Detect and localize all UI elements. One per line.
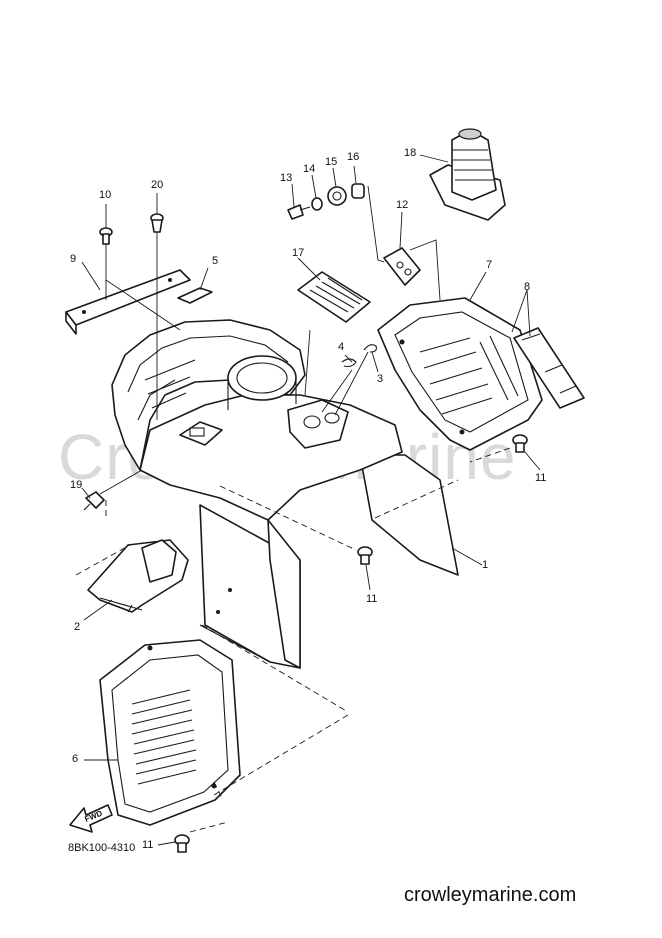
part-19-clamp bbox=[83, 491, 105, 511]
part-18-boot bbox=[429, 128, 506, 221]
part-20-push-clip bbox=[150, 213, 164, 233]
callout-11-center: 11 bbox=[366, 593, 378, 605]
callout-15: 15 bbox=[325, 156, 338, 168]
part-10-rivet bbox=[99, 227, 113, 245]
part-11-bolt-bottom bbox=[174, 834, 190, 853]
leader-lines bbox=[81, 154, 541, 846]
diagram-code: 8BK100-4310 bbox=[68, 842, 136, 854]
callout-17: 17 bbox=[292, 247, 305, 259]
alignment-lines bbox=[75, 447, 511, 833]
part-11-bolt-right bbox=[512, 434, 528, 453]
part-15-grommet bbox=[327, 186, 347, 206]
part-11-bolt-center bbox=[357, 546, 373, 565]
part-13-screw bbox=[287, 204, 311, 220]
callout-19: 19 bbox=[70, 479, 83, 491]
part-14-washer bbox=[311, 197, 323, 211]
callout-6: 6 bbox=[72, 753, 79, 765]
callout-12: 12 bbox=[396, 199, 409, 211]
part-7-side-panel bbox=[377, 297, 543, 451]
part-16-collar bbox=[351, 183, 365, 199]
callout-9: 9 bbox=[70, 253, 77, 265]
part-3-clip bbox=[363, 344, 377, 353]
callout-11-bottom: 11 bbox=[142, 839, 154, 851]
callout-7: 7 bbox=[486, 259, 493, 271]
callout-2: 2 bbox=[74, 621, 81, 633]
callout-8: 8 bbox=[524, 281, 531, 293]
part-12-bracket bbox=[383, 247, 421, 286]
callout-1: 1 bbox=[482, 559, 489, 571]
callout-16: 16 bbox=[347, 151, 360, 163]
fwd-arrow-icon: FWD bbox=[69, 804, 113, 833]
callout-5: 5 bbox=[212, 255, 219, 267]
callout-4: 4 bbox=[338, 341, 345, 353]
part-5-clip bbox=[177, 287, 213, 304]
part-9-rail bbox=[65, 269, 191, 335]
callout-14: 14 bbox=[303, 163, 316, 175]
callout-18: 18 bbox=[404, 147, 417, 159]
part-1-console-body bbox=[111, 319, 459, 669]
site-url-link[interactable]: crowleymarine.com bbox=[404, 884, 577, 906]
part-4-clip bbox=[341, 358, 357, 368]
callout-20: 20 bbox=[151, 179, 164, 191]
part-6-louver-panel bbox=[99, 639, 241, 826]
callout-11-right: 11 bbox=[535, 472, 547, 484]
callout-10: 10 bbox=[99, 189, 112, 201]
callout-13: 13 bbox=[280, 172, 293, 184]
callout-3: 3 bbox=[377, 373, 384, 385]
part-17-label bbox=[297, 271, 371, 323]
part-2-front-cover bbox=[87, 539, 189, 613]
